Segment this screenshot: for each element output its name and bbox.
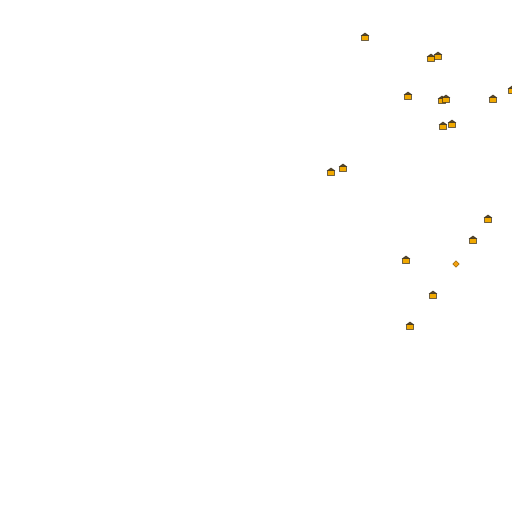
house-marker-icon bbox=[360, 32, 370, 41]
diamond-point-icon bbox=[452, 260, 460, 268]
map-marker[interactable] bbox=[507, 85, 512, 95]
map-marker[interactable] bbox=[441, 94, 451, 104]
house-marker-icon bbox=[488, 94, 498, 103]
house-marker-icon bbox=[401, 255, 411, 264]
house-marker-icon bbox=[468, 235, 478, 244]
house-marker-icon bbox=[405, 321, 415, 330]
map-marker[interactable] bbox=[401, 255, 411, 265]
house-marker-icon bbox=[438, 121, 448, 130]
map-marker[interactable] bbox=[428, 290, 438, 300]
house-marker-icon bbox=[433, 51, 443, 60]
house-marker-icon bbox=[483, 214, 493, 223]
map-marker[interactable] bbox=[438, 121, 448, 131]
map-marker[interactable] bbox=[433, 51, 443, 61]
house-marker-icon bbox=[428, 290, 438, 299]
house-marker-icon bbox=[441, 94, 451, 103]
map-marker[interactable] bbox=[488, 94, 498, 104]
map-point[interactable] bbox=[452, 260, 460, 268]
map-marker[interactable] bbox=[447, 119, 457, 129]
house-marker-icon bbox=[338, 163, 348, 172]
house-marker-icon bbox=[403, 91, 413, 100]
map-marker[interactable] bbox=[405, 321, 415, 331]
map-marker[interactable] bbox=[326, 167, 336, 177]
house-marker-icon bbox=[447, 119, 457, 128]
map-marker[interactable] bbox=[360, 32, 370, 42]
house-marker-icon bbox=[326, 167, 336, 176]
map-marker[interactable] bbox=[468, 235, 478, 245]
house-marker-icon bbox=[507, 85, 512, 94]
map-marker[interactable] bbox=[338, 163, 348, 173]
map-marker[interactable] bbox=[403, 91, 413, 101]
map-marker[interactable] bbox=[483, 214, 493, 224]
